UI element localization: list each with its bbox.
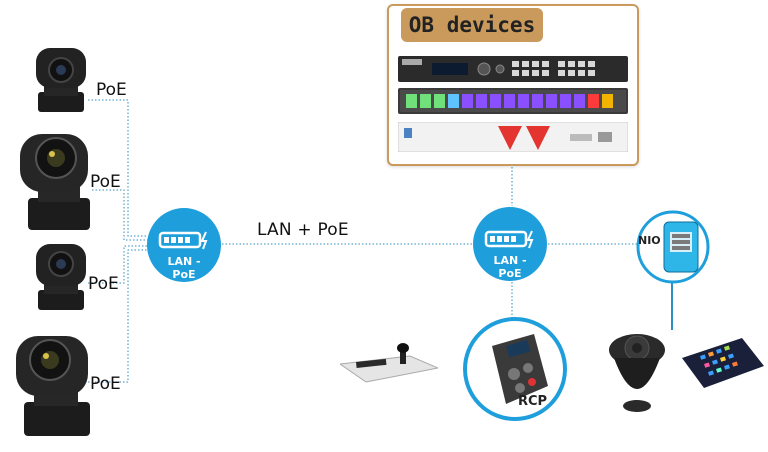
- converter-rack-unit: [397, 121, 629, 153]
- rack-button-panel-icon: [398, 88, 628, 114]
- camera-1: [30, 44, 92, 114]
- jog-shuttle-controller: [604, 330, 670, 414]
- rcp-panel: RCP: [462, 316, 568, 422]
- switch-right-label: LAN - PoE: [493, 254, 527, 280]
- button-panel-rack-unit: [398, 88, 628, 114]
- switch-left-label: LAN - PoE: [167, 255, 201, 281]
- stream-deck-icon: [682, 338, 764, 388]
- camera-1-poe-label: PoE: [96, 80, 127, 100]
- ptz-camera-icon: [20, 134, 90, 230]
- joystick-controller-icon: [338, 343, 440, 383]
- lan-poe-link-label: LAN + PoE: [257, 220, 349, 240]
- camera-2-poe-label: PoE: [90, 172, 121, 192]
- network-switch-icon: [473, 207, 547, 281]
- lan-poe-switch-right: LAN - PoE: [472, 206, 548, 282]
- ptz-camera-icon: [36, 244, 86, 310]
- remote-control-panel-icon: [463, 317, 567, 421]
- rack-router-icon: [398, 56, 628, 82]
- rcp-label: RCP: [518, 394, 548, 409]
- joystick-controller: [338, 342, 440, 388]
- stream-deck-controller: [682, 338, 764, 388]
- ptz-camera-icon: [36, 48, 86, 112]
- camera-3: [30, 240, 92, 312]
- camera-2: [14, 128, 98, 232]
- ob-devices-title: OB devices: [401, 8, 543, 42]
- ptz-camera-icon: [16, 336, 90, 436]
- network-switch-icon: [147, 208, 221, 282]
- router-rack-unit: [398, 56, 628, 82]
- jog-shuttle-icon: [609, 334, 665, 412]
- rack-converter-icon: [397, 121, 629, 153]
- camera-3-poe-label: PoE: [88, 274, 119, 294]
- nio-device: NIO: [636, 210, 710, 284]
- camera-4-poe-label: PoE: [90, 374, 121, 394]
- nio-interface-icon: [636, 210, 710, 284]
- nio-label: NIO: [638, 234, 661, 247]
- camera-4: [10, 330, 98, 438]
- lan-poe-switch-left: LAN - PoE: [146, 207, 222, 283]
